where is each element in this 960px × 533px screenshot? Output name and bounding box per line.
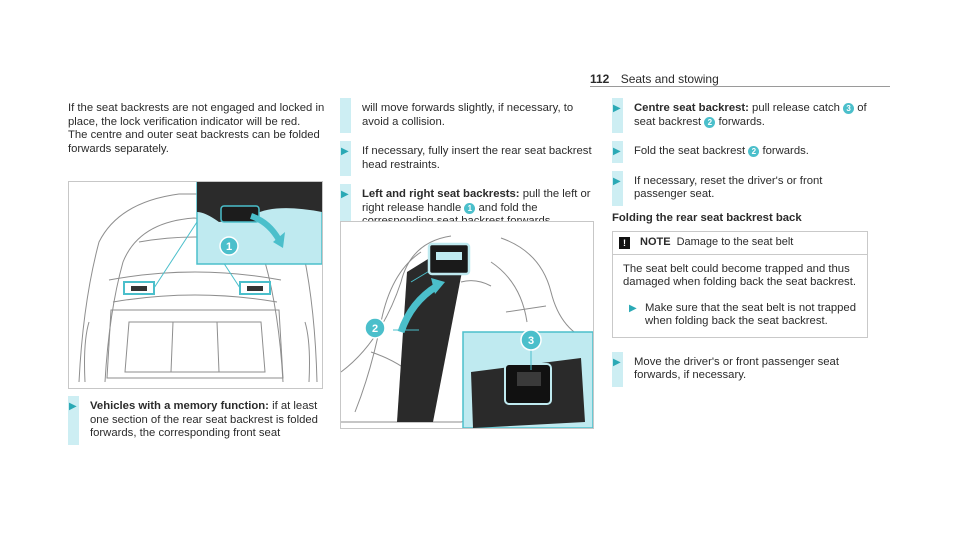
trunk-illustration: 1 — [78, 182, 322, 383]
step-move-seat: ▶ Move the driver's or front passenger s… — [612, 351, 868, 387]
callout-1-label: 1 — [226, 241, 232, 253]
note-body: The seat belt could become trapped and t… — [613, 255, 867, 337]
step-text: Move the driver's or front passenger sea… — [634, 355, 839, 382]
step-text-a: pull release catch — [752, 102, 840, 114]
step-highlight — [340, 184, 351, 233]
step-text-a: Fold the seat backrest — [634, 145, 746, 157]
step-text: will move forwards slightly, if necessar… — [362, 102, 574, 128]
callout-3 — [520, 329, 542, 351]
step-vehicles-memory: ▶ Vehicles with a memory function: if at… — [68, 396, 326, 445]
note-text: The seat belt could become trapped and t… — [623, 262, 856, 289]
step-highlight — [340, 141, 351, 176]
step-arrow-icon: ▶ — [613, 356, 621, 368]
callout-2-label: 2 — [372, 323, 378, 335]
step-highlight — [612, 141, 623, 163]
step-highlight — [340, 98, 351, 133]
intro-paragraph-2: The centre and outer seat backrests can … — [68, 129, 320, 155]
step-arrow-icon: ▶ — [613, 103, 621, 114]
step-highlight — [612, 170, 623, 206]
step-title: Left and right seat backrests: — [362, 188, 520, 200]
step-highlight — [612, 351, 623, 387]
callout-2-badge: 2 — [704, 116, 716, 128]
step-reset-seat: ▶ If necessary, reset the driver's or fr… — [612, 170, 868, 206]
warning-icon: ! — [619, 236, 630, 249]
step-text-b: of seat backrest — [634, 102, 867, 128]
header-text: 112 Seats and stowing — [590, 72, 719, 86]
step-text: Make sure that the seat belt is not trap… — [645, 301, 857, 328]
note-box: ! NOTE Damage to the seat belt The seat … — [612, 231, 868, 338]
note-header: ! NOTE Damage to the seat belt — [613, 232, 867, 255]
column-3: ▶ Centre seat backrest: pull release cat… — [612, 98, 868, 387]
note-title: Damage to the seat belt — [676, 236, 794, 248]
step-arrow-icon: ▶ — [613, 146, 621, 157]
note-step: ▶ Make sure that the seat belt is not tr… — [623, 302, 857, 329]
step-text: if at least one section of the rear seat… — [90, 400, 318, 439]
note-label: NOTE — [640, 236, 671, 248]
intro-paragraph-1: If the seat backrests are not engaged an… — [68, 102, 325, 128]
callout-2-badge: 2 — [748, 146, 760, 157]
step-fold-backrest: ▶ Fold the seat backrest 2 forwards. — [612, 141, 868, 163]
step-insert-head-restraints: ▶ If necessary, fully insert the rear se… — [340, 141, 598, 176]
step-highlight — [68, 396, 79, 445]
step-highlight — [612, 98, 623, 133]
step-text-b: forwards. — [762, 145, 809, 157]
column-1: If the seat backrests are not engaged an… — [68, 102, 326, 156]
figure-release-handle: 1 — [68, 181, 323, 389]
column-1-lower: ▶ Vehicles with a memory function: if at… — [68, 396, 326, 445]
figure-centre-release: 2 3 — [340, 221, 594, 429]
callout-2 — [364, 317, 386, 339]
header-divider — [590, 86, 890, 87]
seat-illustration: 2 3 — [341, 235, 593, 428]
step-continued: will move forwards slightly, if necessar… — [340, 98, 598, 133]
step-text-a: pull the left or right release handle — [362, 188, 591, 214]
step-arrow-icon: ▶ — [613, 175, 621, 187]
step-text-c: forwards. — [718, 115, 765, 128]
step-arrow-icon: ▶ — [341, 189, 349, 200]
step-text: If necessary, fully insert the rear seat… — [362, 145, 592, 171]
step-centre-backrest: ▶ Centre seat backrest: pull release cat… — [612, 98, 868, 133]
section-title: Seats and stowing — [620, 72, 719, 86]
callout-3-badge: 3 — [843, 103, 855, 114]
step-arrow-icon: ▶ — [341, 146, 349, 157]
step-left-right-backrest: ▶ Left and right seat backrests: pull th… — [340, 184, 598, 233]
step-text: If necessary, reset the driver's or fron… — [634, 174, 823, 201]
page-number: 112 — [590, 72, 610, 86]
step-arrow-icon: ▶ — [629, 302, 637, 314]
intro-text: If the seat backrests are not engaged an… — [68, 102, 326, 156]
callout-1 — [219, 236, 239, 256]
step-title: Centre seat backrest: — [634, 102, 749, 114]
section-subheading: Folding the rear seat backrest back — [612, 211, 802, 224]
step-title: Vehicles with a memory function: — [90, 400, 269, 412]
column-2: will move forwards slightly, if necessar… — [340, 98, 598, 233]
callout-1-badge: 1 — [464, 202, 476, 214]
callout-3-label: 3 — [528, 335, 534, 347]
step-arrow-icon: ▶ — [69, 401, 77, 412]
